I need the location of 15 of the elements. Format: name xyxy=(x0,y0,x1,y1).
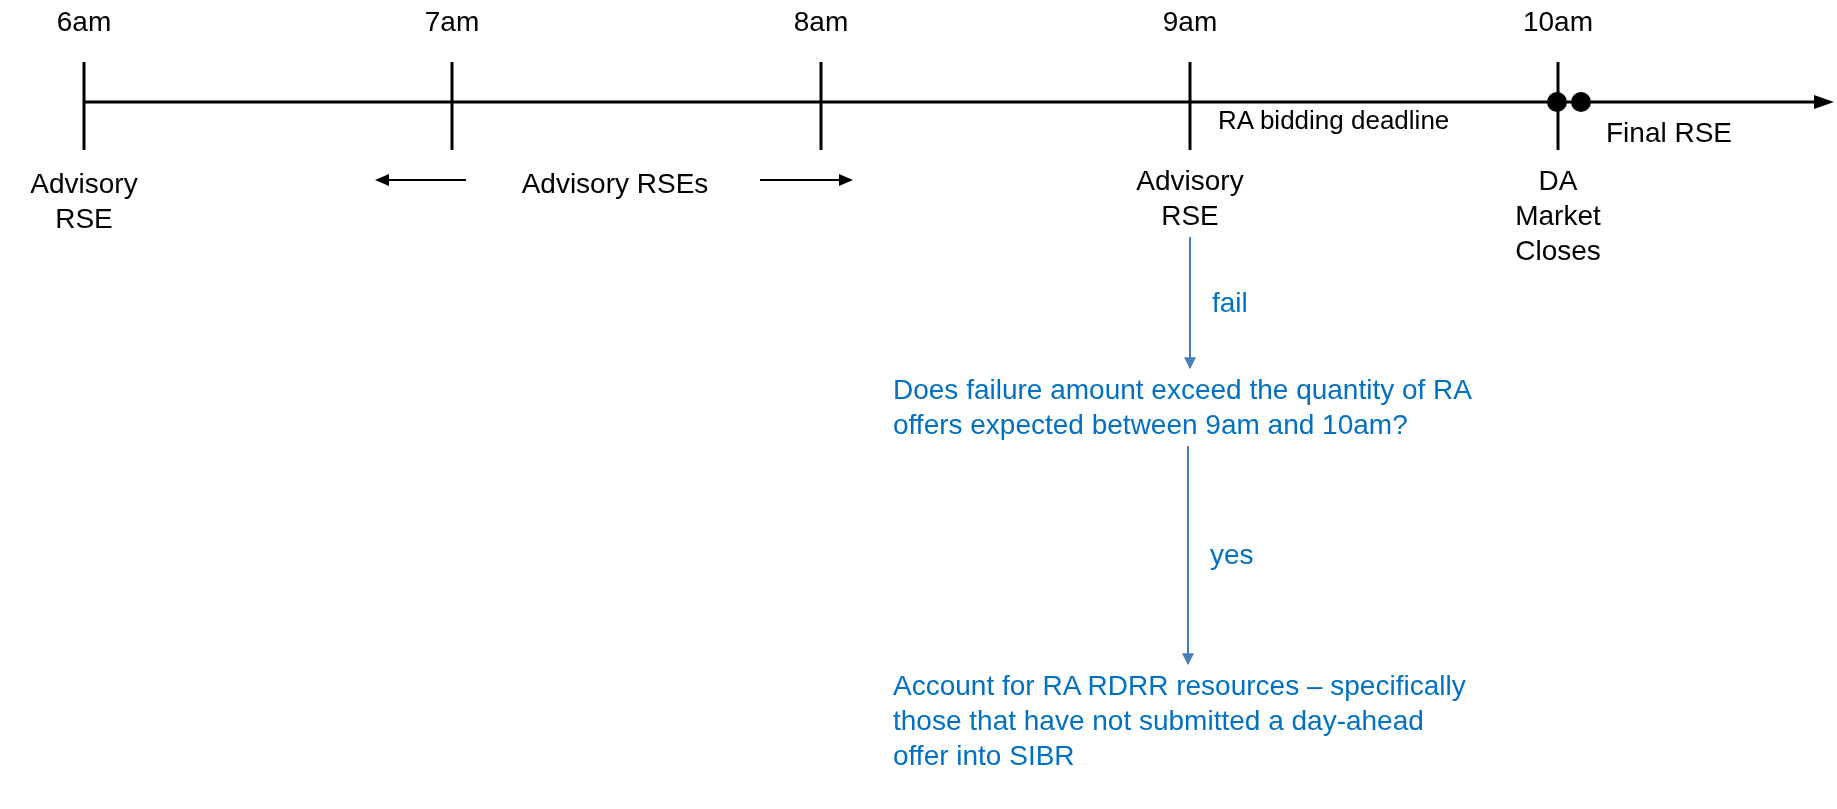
event-label: DA Market Closes xyxy=(1514,164,1602,268)
event-label: Final RSE xyxy=(1606,116,1734,150)
time-label: 6am xyxy=(55,5,113,39)
time-label: 9am xyxy=(1161,5,1219,39)
deadline-label: RA bidding deadline xyxy=(1218,104,1451,137)
flow-text: Account for RA RDRR resources – specifically those that have not submitted a day-ahead offer into SIBR xyxy=(893,668,1483,773)
event-label: Advisory RSE xyxy=(29,167,139,236)
arrow xyxy=(1184,236,1196,370)
time-label: 8am xyxy=(792,5,850,39)
time-label: 7am xyxy=(423,5,481,39)
time-label: 10am xyxy=(1521,5,1594,39)
arrow xyxy=(1182,445,1194,666)
event-label: Advisory RSEs xyxy=(520,167,710,201)
flow-text: Does failure amount exceed the quantity of RA offers expected between 9am and 10am? xyxy=(893,372,1483,442)
event-label: Advisory RSE xyxy=(1120,163,1260,233)
